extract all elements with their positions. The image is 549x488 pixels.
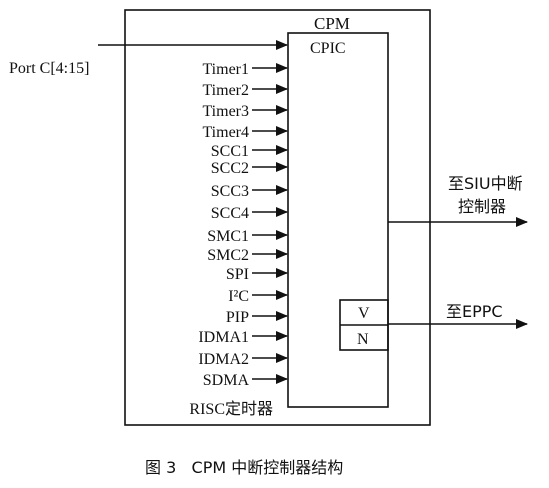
output-siu-line1: 至SIU中断 (448, 174, 523, 193)
input-label-scc1: SCC1 (211, 143, 249, 160)
input-label-sdma: SDMA (203, 372, 250, 389)
input-label-risc-timer: RISC定时器 (189, 400, 273, 418)
input-label-timer1: Timer1 (202, 61, 249, 78)
input-label-timer4: Timer4 (202, 124, 249, 141)
input-label-i2c: I²C (228, 288, 249, 305)
port-c-label: Port C[4:15] (9, 60, 89, 77)
input-label-timer3: Timer3 (202, 103, 249, 120)
input-label-spi: SPI (226, 266, 249, 283)
vn-box-v: V (358, 305, 370, 322)
cpm-label: CPM (314, 14, 350, 33)
output-siu-line2: 控制器 (458, 197, 506, 216)
figure-caption: 图 3 CPM 中断控制器结构 (145, 458, 343, 477)
input-label-pip: PIP (226, 309, 249, 326)
input-label-scc2: SCC2 (211, 160, 249, 177)
input-label-scc3: SCC3 (211, 183, 249, 200)
cpic-box (287, 32, 389, 408)
input-labels: Timer1 Timer2 Timer3 Timer4 SCC1 SCC2 SC… (189, 61, 273, 418)
input-label-idma2: IDMA2 (198, 351, 249, 368)
input-label-scc4: SCC4 (211, 205, 249, 222)
input-label-timer2: Timer2 (202, 82, 249, 99)
input-arrows (252, 63, 288, 384)
input-label-smc1: SMC1 (207, 228, 249, 245)
input-label-idma1: IDMA1 (198, 329, 249, 346)
input-label-smc2: SMC2 (207, 247, 249, 264)
vn-box-n: N (357, 331, 369, 348)
cpm-box (124, 9, 431, 426)
output-eppc: 至EPPC (446, 302, 503, 321)
cpic-label: CPIC (310, 40, 346, 57)
